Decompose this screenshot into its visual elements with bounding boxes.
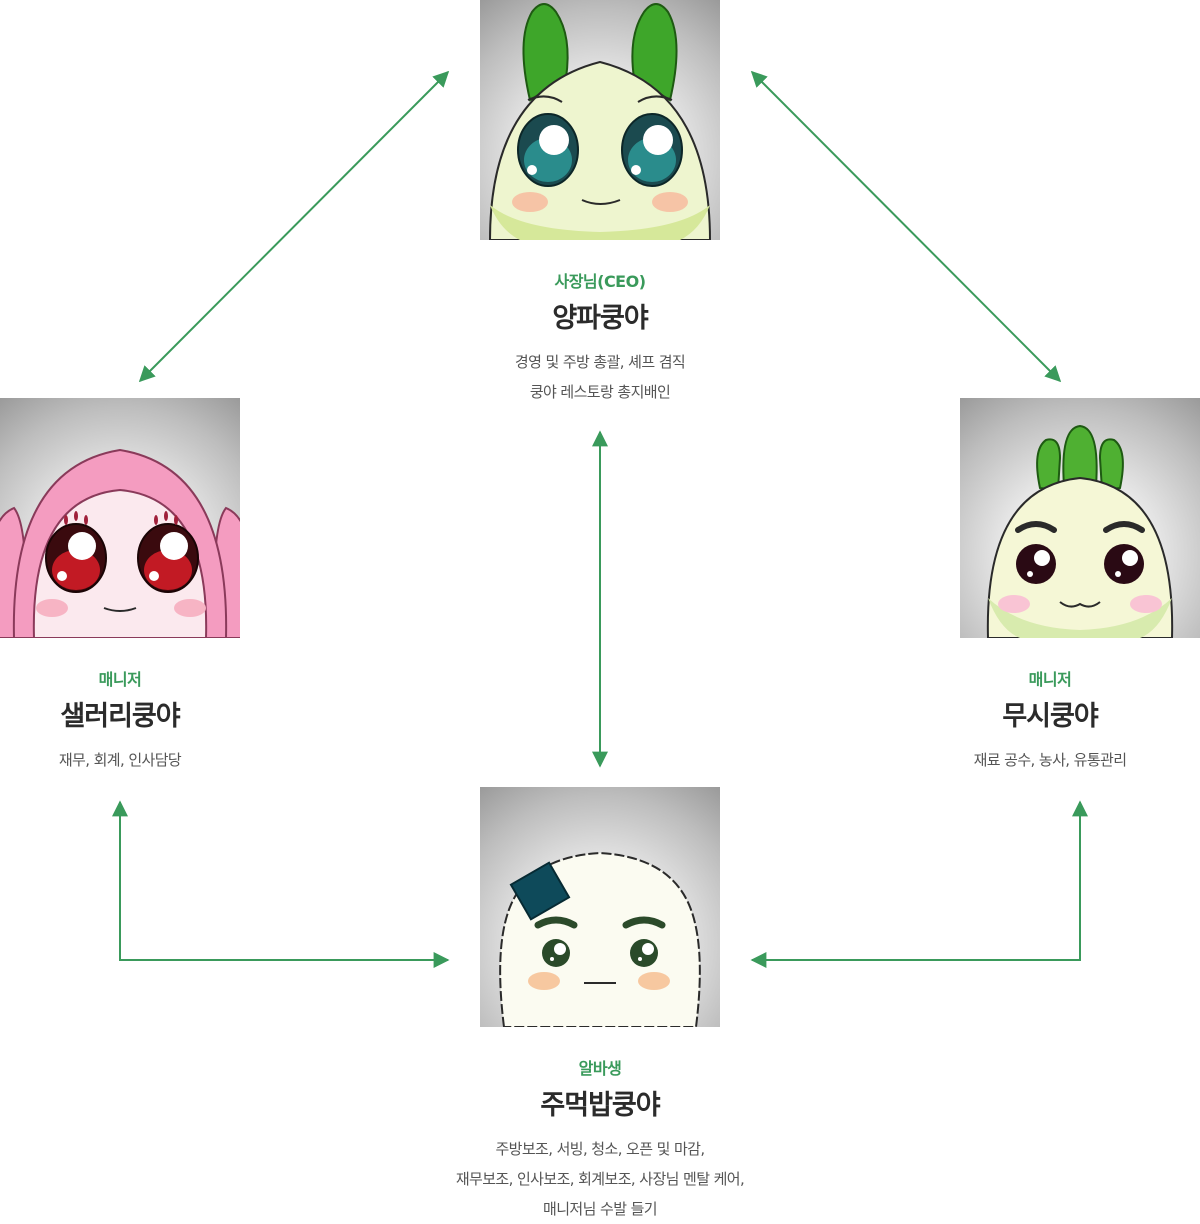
left-manager-info: 매니저 샐러리쿵야 재무, 회계, 인사담당 — [0, 666, 240, 775]
arrow-left-bottom — [112, 800, 450, 968]
radish-character-icon — [986, 424, 1174, 638]
bottom-staff-info: 알바생 주먹밥쿵야 주방보조, 서빙, 청소, 오픈 및 마감, 재무보조, 인… — [330, 1055, 870, 1224]
riceball-character-icon — [499, 851, 701, 1027]
ceo-role: 사장님(CEO) — [554, 272, 646, 291]
ceo-info: 사장님(CEO) 양파쿵야 경영 및 주방 총괄, 셰프 겸직 쿵야 레스토랑 … — [380, 268, 820, 407]
right-manager-description-line: 재료 공수, 농사, 유통관리 — [973, 751, 1127, 769]
left-manager-portrait — [0, 398, 240, 638]
right-manager-portrait — [960, 398, 1200, 638]
bottom-staff-description-line: 매니저님 수발 들기 — [543, 1200, 658, 1218]
arrow-right-bottom — [750, 800, 1088, 968]
arrow-ceo-left — [138, 70, 450, 383]
bottom-staff-portrait — [480, 787, 720, 1027]
left-manager-role: 매니저 — [98, 670, 142, 689]
bottom-staff-name: 주먹밥쿵야 — [540, 1090, 660, 1121]
left-manager-description-line: 재무, 회계, 인사담당 — [58, 751, 182, 769]
bottom-staff-role: 알바생 — [578, 1059, 622, 1078]
bottom-staff-description-line: 주방보조, 서빙, 청소, 오픈 및 마감, — [495, 1140, 705, 1158]
ceo-name: 양파쿵야 — [552, 303, 648, 334]
onion-character-icon — [488, 3, 712, 240]
ceo-description: 경영 및 주방 총괄, 셰프 겸직 쿵야 레스토랑 총지배인 — [380, 347, 820, 407]
right-manager-info: 매니저 무시쿵야 재료 공수, 농사, 유통관리 — [900, 666, 1200, 775]
ceo-description-line: 쿵야 레스토랑 총지배인 — [529, 383, 671, 401]
ceo-description-line: 경영 및 주방 총괄, 셰프 겸직 — [514, 353, 686, 371]
left-manager-name: 샐러리쿵야 — [60, 701, 180, 732]
ceo-portrait — [480, 0, 720, 240]
celery-character-icon — [0, 448, 240, 638]
arrow-ceo-right — [750, 70, 1062, 383]
right-manager-name: 무시쿵야 — [1002, 701, 1098, 732]
right-manager-description: 재료 공수, 농사, 유통관리 — [900, 745, 1200, 775]
bottom-staff-description-line: 재무보조, 인사보조, 회계보조, 사장님 멘탈 케어, — [455, 1170, 745, 1188]
right-manager-role: 매니저 — [1028, 670, 1072, 689]
left-manager-description: 재무, 회계, 인사담당 — [0, 745, 240, 775]
bottom-staff-description: 주방보조, 서빙, 청소, 오픈 및 마감, 재무보조, 인사보조, 회계보조,… — [330, 1134, 870, 1224]
